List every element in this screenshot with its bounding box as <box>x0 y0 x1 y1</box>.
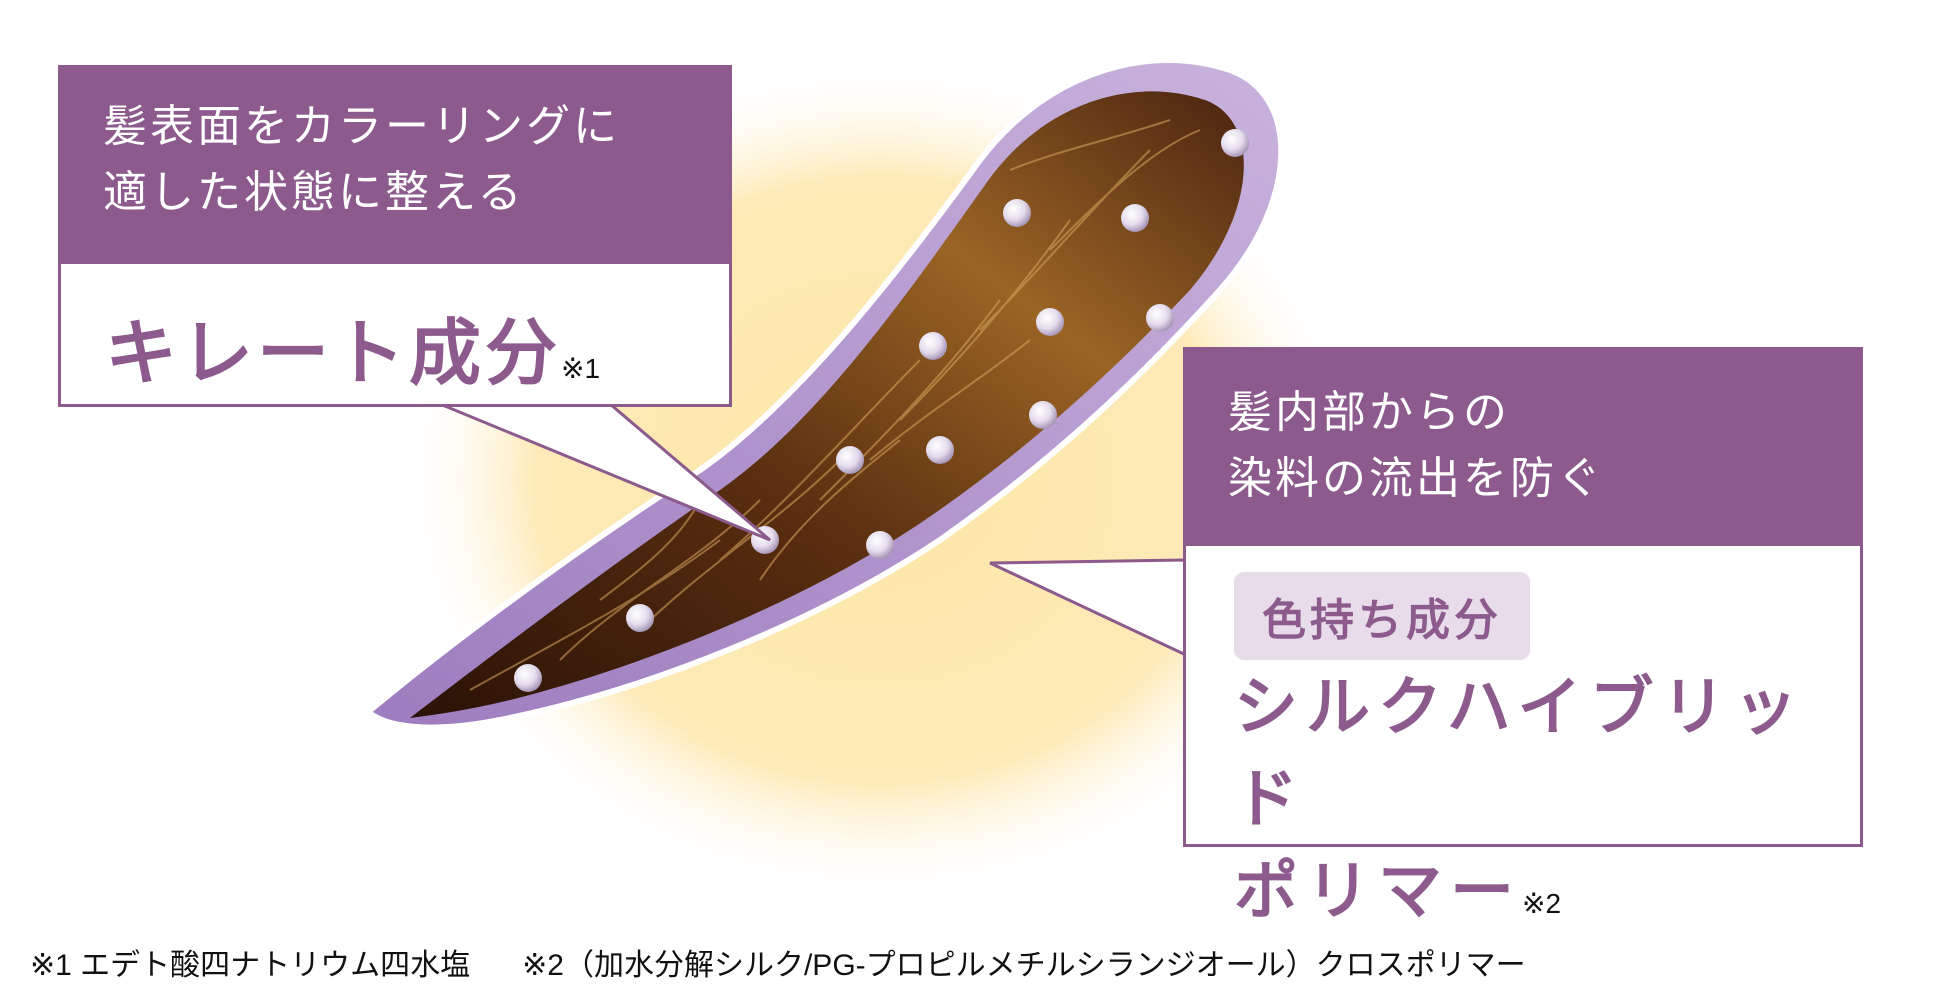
particle-icon <box>1221 129 1249 157</box>
particle-icon <box>1146 304 1174 332</box>
particle-icon <box>919 332 947 360</box>
silk-title-line2-wrap: ポリマー※2 <box>1234 846 1860 950</box>
silk-callout-header: 髪内部からの 染料の流出を防ぐ <box>1186 350 1860 546</box>
footnotes: ※1 エデト酸四ナトリウム四水塩 ※2（加水分解シルク/PG-プロピルメチルシラン… <box>30 940 1526 984</box>
particle-icon <box>866 531 894 559</box>
particle-icon <box>1121 204 1149 232</box>
silk-note-mark: ※2 <box>1522 888 1562 919</box>
silk-callout-title: シルクハイブリッド ポリマー※2 <box>1234 662 1860 950</box>
color-retention-badge: 色持ち成分 <box>1234 572 1530 660</box>
particle-icon <box>514 664 542 692</box>
chelate-callout-header: 髪表面をカラーリングに 適した状態に整える <box>61 68 729 264</box>
hair-strand-body <box>410 91 1244 718</box>
footnote-2: ※2（加水分解シルク/PG-プロピルメチルシランジオール）クロスポリマー <box>522 949 1526 982</box>
footnote-1: ※1 エデト酸四ナトリウム四水塩 <box>30 949 471 982</box>
particle-icon <box>626 604 654 632</box>
chelate-callout-title: キレート成分※1 <box>61 264 729 399</box>
chelate-title-text: キレート成分 <box>105 310 562 395</box>
particle-icon <box>836 446 864 474</box>
chelate-callout: 髪表面をカラーリングに 適した状態に整える キレート成分※1 <box>58 65 732 407</box>
particle-icon <box>1003 199 1031 227</box>
silk-callout: 髪内部からの 染料の流出を防ぐ 色持ち成分 シルクハイブリッド ポリマー※2 <box>1183 347 1863 929</box>
silk-title-line2: ポリマー <box>1234 854 1522 929</box>
ingredient-particles <box>514 129 1249 692</box>
particle-icon <box>1036 308 1064 336</box>
particle-icon <box>926 436 954 464</box>
chelate-note-mark: ※1 <box>561 353 601 384</box>
particle-icon <box>1029 401 1057 429</box>
hair-texture <box>469 119 1201 691</box>
silk-title-line1: シルクハイブリッド <box>1234 670 1806 837</box>
